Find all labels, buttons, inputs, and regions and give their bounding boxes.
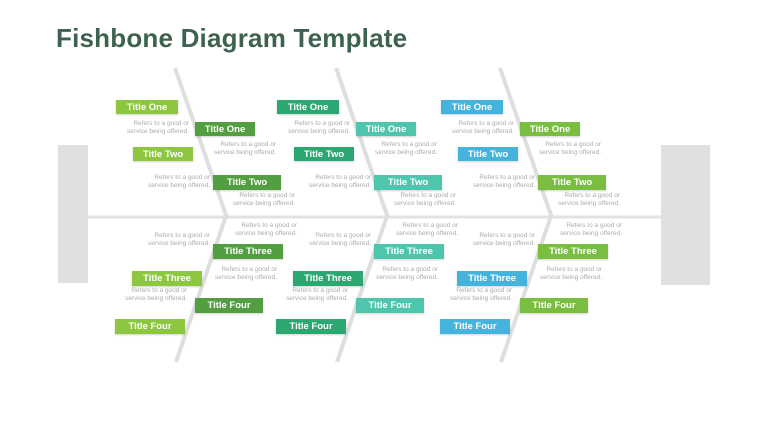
- cause-title-box: Title Four: [276, 319, 346, 334]
- cause-description: Refers to a good or service being offere…: [308, 174, 371, 189]
- fish-head-block: [661, 145, 710, 285]
- cause-description: Refers to a good or service being offere…: [393, 192, 456, 207]
- cause-description: Refers to a good or service being offere…: [232, 192, 295, 207]
- cause-title-box: Title Two: [538, 175, 606, 190]
- cause-title-box: Title Two: [213, 175, 281, 190]
- cause-title-box: Title Four: [356, 298, 424, 313]
- cause-description: Refers to a good or service being offere…: [214, 266, 277, 281]
- cause-title-box: Title Four: [115, 319, 185, 334]
- cause-description: Refers to a good or service being offere…: [147, 174, 210, 189]
- rib-bottom-2: [335, 215, 389, 363]
- cause-description: Refers to a good or service being offere…: [451, 120, 514, 135]
- cause-description: Refers to a good or service being offere…: [213, 141, 276, 156]
- cause-description: Refers to a good or service being offere…: [538, 141, 601, 156]
- cause-description: Refers to a good or service being offere…: [472, 232, 535, 247]
- cause-description: Refers to a good or service being offere…: [449, 287, 512, 302]
- rib-bottom-3: [499, 215, 553, 363]
- cause-title-box: Title Two: [294, 147, 354, 161]
- cause-title-box: Title Four: [440, 319, 510, 334]
- cause-title-box: Title One: [195, 122, 255, 136]
- cause-description: Refers to a good or service being offere…: [559, 222, 622, 237]
- cause-title-box: Title Four: [520, 298, 588, 313]
- cause-description: Refers to a good or service being offere…: [374, 141, 437, 156]
- cause-title-box: Title Four: [195, 298, 263, 313]
- cause-title-box: Title Three: [132, 271, 202, 286]
- cause-description: Refers to a good or service being offere…: [147, 232, 210, 247]
- rib-top-3: [498, 67, 554, 219]
- cause-title-box: Title Three: [538, 244, 608, 259]
- cause-title-box: Title One: [441, 100, 503, 114]
- cause-description: Refers to a good or service being offere…: [287, 120, 350, 135]
- rib-top-2: [334, 67, 390, 219]
- cause-description: Refers to a good or service being offere…: [395, 222, 458, 237]
- cause-description: Refers to a good or service being offere…: [126, 120, 189, 135]
- cause-title-box: Title Three: [293, 271, 363, 286]
- cause-description: Refers to a good or service being offere…: [472, 174, 535, 189]
- cause-title-box: Title Two: [374, 175, 442, 190]
- cause-title-box: Title Two: [133, 147, 193, 161]
- cause-description: Refers to a good or service being offere…: [557, 192, 620, 207]
- cause-title-box: Title One: [116, 100, 178, 114]
- cause-description: Refers to a good or service being offere…: [375, 266, 438, 281]
- cause-title-box: Title Two: [458, 147, 518, 161]
- cause-title-box: Title Three: [213, 244, 283, 259]
- cause-description: Refers to a good or service being offere…: [285, 287, 348, 302]
- cause-description: Refers to a good or service being offere…: [539, 266, 602, 281]
- cause-title-box: Title Three: [374, 244, 444, 259]
- cause-title-box: Title One: [520, 122, 580, 136]
- cause-description: Refers to a good or service being offere…: [234, 222, 297, 237]
- rib-bottom-1: [174, 215, 228, 363]
- cause-title-box: Title One: [277, 100, 339, 114]
- slide-title: Fishbone Diagram Template: [56, 23, 408, 53]
- rib-top-1: [173, 67, 229, 219]
- cause-description: Refers to a good or service being offere…: [308, 232, 371, 247]
- cause-title-box: Title One: [356, 122, 416, 136]
- fish-tail-block: [58, 145, 88, 283]
- cause-title-box: Title Three: [457, 271, 527, 286]
- cause-description: Refers to a good or service being offere…: [124, 287, 187, 302]
